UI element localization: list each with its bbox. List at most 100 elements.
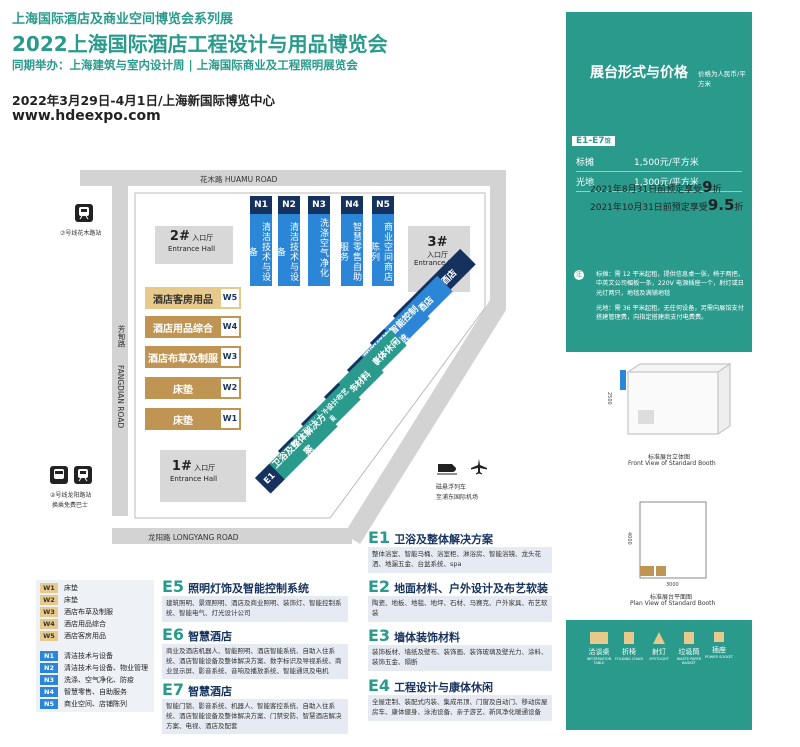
basket-label-en: WASTE PAPER BASKET [676, 657, 702, 665]
pricing-title: 展台形式与价格 [590, 65, 688, 81]
equipment-icons: 洽谈桌 INFORMATION TABLE 折椅 FOLDING CHAIR 射… [584, 632, 734, 665]
booth-plan-view-image [639, 501, 707, 579]
section-e1-heading: 卫浴及整体解决方案 [394, 533, 494, 546]
section-e7-desc: 智能门锁、影音系统、机器人、智能客控系统、自助入住系统、酒店智能设备及整体解决方… [162, 699, 348, 735]
road-diagonal [344, 300, 506, 544]
entrance-2-en: Entrance Hall [168, 244, 216, 253]
legend-tag-w2: W2 [40, 595, 58, 605]
metro-station-huamu: ⑦号线花木路站 [60, 230, 102, 237]
entrance-hall-1[interactable]: 1# 入口厅 Entrance Hall [170, 459, 217, 483]
socket-icon [714, 632, 724, 642]
chair-label-cn: 折椅 [622, 648, 636, 656]
hall-n3-tag: N3 [308, 196, 330, 214]
entrance-hall-2[interactable]: 2# 入口厅 Entrance Hall [168, 229, 216, 253]
legend-row-w2: W2 床垫 [40, 594, 150, 606]
road-huamu [80, 170, 500, 186]
legend-text-w2: 床垫 [64, 596, 78, 604]
price-row-standard: 标摊 1,500元/平方米 [576, 152, 742, 172]
plan-view-caption-cn: 标准展台平面图 [650, 594, 693, 601]
road-longyang [112, 528, 352, 544]
entrance-hall-1-block [160, 450, 246, 502]
section-e4-num: E4 [368, 676, 391, 695]
booth-illustration-area: 2500 标准展台立体图 Front View of Standard Boot… [566, 352, 752, 620]
pricing-panel: 展台形式与价格 价格为人民币/平方米 E1-E7馆 标摊 1,500元/平方米 … [566, 12, 752, 730]
website-link[interactable]: www.hdeexpo.com [12, 108, 161, 124]
legend-tag-w4: W4 [40, 619, 58, 629]
hall-n5-tag: N5 [372, 196, 394, 214]
venue-map: 花木路 HUAMU ROAD 芳甸路 FANGDIAN ROAD 龙阳路 LON… [0, 150, 560, 550]
promo-2-text: 2021年10月31日前预定享受 [590, 203, 708, 213]
metro-icon-bottom [74, 466, 92, 484]
road-east [490, 170, 506, 310]
section-e3-desc: 装饰板材、墙纸及壁布、装饰画、装饰玻璃及壁光力、涂料、装饰五金、隔断 [368, 645, 552, 671]
legend-gap [40, 642, 150, 650]
hall-w1[interactable]: 床垫 W1 [145, 408, 241, 430]
airport-label: 至浦东国际机场 [436, 494, 479, 501]
hall-n5[interactable]: N5 商业空间商店陈列 [369, 196, 394, 286]
spotlight-label-en: SPOTLIGHT [649, 657, 669, 661]
table-label-en: INFORMATION TABLE [586, 657, 612, 665]
hall-w3-label: 酒店布草及制服 [148, 353, 218, 365]
section-e5-heading: 照明灯饰及智能控制系统 [188, 582, 310, 595]
hall-n2[interactable]: N2 清洁技术与设备 [275, 196, 300, 286]
hall-n2-label: 清洁技术与设备 [275, 222, 298, 282]
hall-n4[interactable]: N4 智慧零售自助服务 [338, 196, 363, 286]
note-raw-space: 光地：需 36 平米起租，无任何设备，另需向展馆支付搭建管理费，向指定搭建商支付… [596, 305, 744, 322]
hall-n3[interactable]: N3 洗涤空气净化 [308, 196, 330, 286]
table-icon [590, 632, 608, 644]
socket-label-en: POWER SOCKET [704, 655, 734, 659]
section-e7-num: E7 [162, 680, 185, 699]
section-e4-heading: 工程设计与康体休闲 [394, 681, 494, 694]
road-label-fangdian-en: FANGDIAN ROAD [116, 365, 125, 429]
price-row-raw-space: 光地 1,300元/平方米 [576, 172, 742, 192]
road-label-huamu: 花木路 HUAMU ROAD [200, 175, 278, 184]
hall-range: E1-E7 [576, 136, 605, 146]
hall-n1[interactable]: N1 清洁技术与设备 [247, 196, 272, 286]
series-title: 上海国际酒店及商业空间博览会系列展 [12, 12, 234, 27]
hall-w3[interactable]: 酒店布草及制服 W3 [145, 346, 241, 368]
legend-tag-w1: W1 [40, 583, 58, 593]
plan-width-dim: 3000 [666, 582, 679, 588]
legend-tag-n2: N2 [40, 663, 58, 673]
maglev-label: 磁悬浮列车 [436, 484, 467, 491]
venue-outline [134, 192, 486, 519]
hall-w5-label: 酒店客房用品 [153, 294, 213, 306]
legend-tag-n1: N1 [40, 651, 58, 661]
price-value-raw-space: 1,300元/平方米 [634, 178, 699, 188]
hall-w2[interactable]: 床垫 W2 [145, 377, 241, 399]
promo-1-unit: 折 [712, 185, 722, 195]
spotlight-label-cn: 射灯 [652, 648, 666, 656]
bus-icon [50, 466, 68, 484]
equipment-basket: 垃圾筒 WASTE PAPER BASKET [674, 632, 704, 665]
event-date: 2022年3月29日-4月1日/上海新国际博览中心 [12, 93, 276, 108]
hall-w4-tag: W4 [221, 318, 239, 336]
equipment-socket: 插座 POWER SOCKET [704, 632, 734, 665]
legend-text-w3: 酒店布草及制服 [64, 608, 113, 616]
entrance-3-cn: 入口厅 [427, 250, 449, 259]
hall-n2-tag: N2 [278, 196, 300, 214]
entrance-hall-2-block [155, 226, 233, 264]
booth-front-view-image [620, 363, 732, 435]
legend-tag-w5: W5 [40, 631, 58, 641]
section-e2-heading: 地面材料、户外设计及布艺软装 [394, 582, 549, 595]
hall-w5[interactable]: 酒店客房用品 W5 [145, 287, 241, 309]
legend-text-w1: 床垫 [64, 584, 78, 592]
note-standard-booth: 标摊：需 12 平米起租，提供信息桌一张，椅子两把，中英文公司楣板一条，220V… [596, 271, 744, 297]
price-value-standard: 1,500元/平方米 [634, 158, 699, 168]
equipment-table: 洽谈桌 INFORMATION TABLE [584, 632, 614, 665]
section-e5-num: E5 [162, 577, 185, 596]
table-label-cn: 洽谈桌 [588, 648, 610, 656]
entrance-hall-3[interactable]: 3# 入口厅 Entrance Hall [414, 235, 461, 267]
price-table: 标摊 1,500元/平方米 光地 1,300元/平方米 [576, 152, 742, 192]
section-e6-num: E6 [162, 625, 185, 644]
hall-n5-label: 商业空间商店陈列 [369, 222, 392, 282]
equipment-chair: 折椅 FOLDING CHAIR [614, 632, 644, 665]
pricing-unit: 价格为人民币/平方米 [698, 70, 746, 88]
hall-n1-tag: N1 [250, 196, 272, 214]
hall-w4[interactable]: 酒店用品综合 W4 [145, 316, 241, 338]
